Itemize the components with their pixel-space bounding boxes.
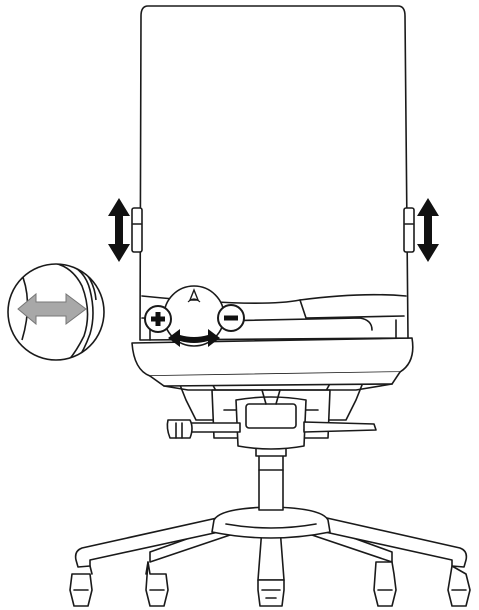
- plus-icon: [144, 305, 172, 333]
- seat-mechanism: [166, 379, 377, 450]
- chair-base: [74, 506, 468, 581]
- backrest-height-handle-left: [131, 207, 143, 253]
- double-arrow-horizontal-icon: [17, 292, 87, 326]
- lumbar-detail-callout: [7, 263, 105, 361]
- double-arrow-vertical-icon: [108, 198, 130, 262]
- tension-callout: [163, 285, 225, 347]
- backrest-height-handle-right: [403, 207, 415, 253]
- caster-right: [373, 561, 397, 607]
- minus-icon: [217, 304, 245, 332]
- caster-center: [257, 579, 285, 607]
- curved-double-arrow-icon: [168, 329, 220, 347]
- caster-far-left: [69, 565, 93, 607]
- caster-far-right: [447, 565, 471, 607]
- double-arrow-vertical-icon: [417, 198, 439, 262]
- gas-cylinder: [255, 445, 287, 511]
- seat: [131, 337, 414, 391]
- caster-left: [145, 561, 169, 607]
